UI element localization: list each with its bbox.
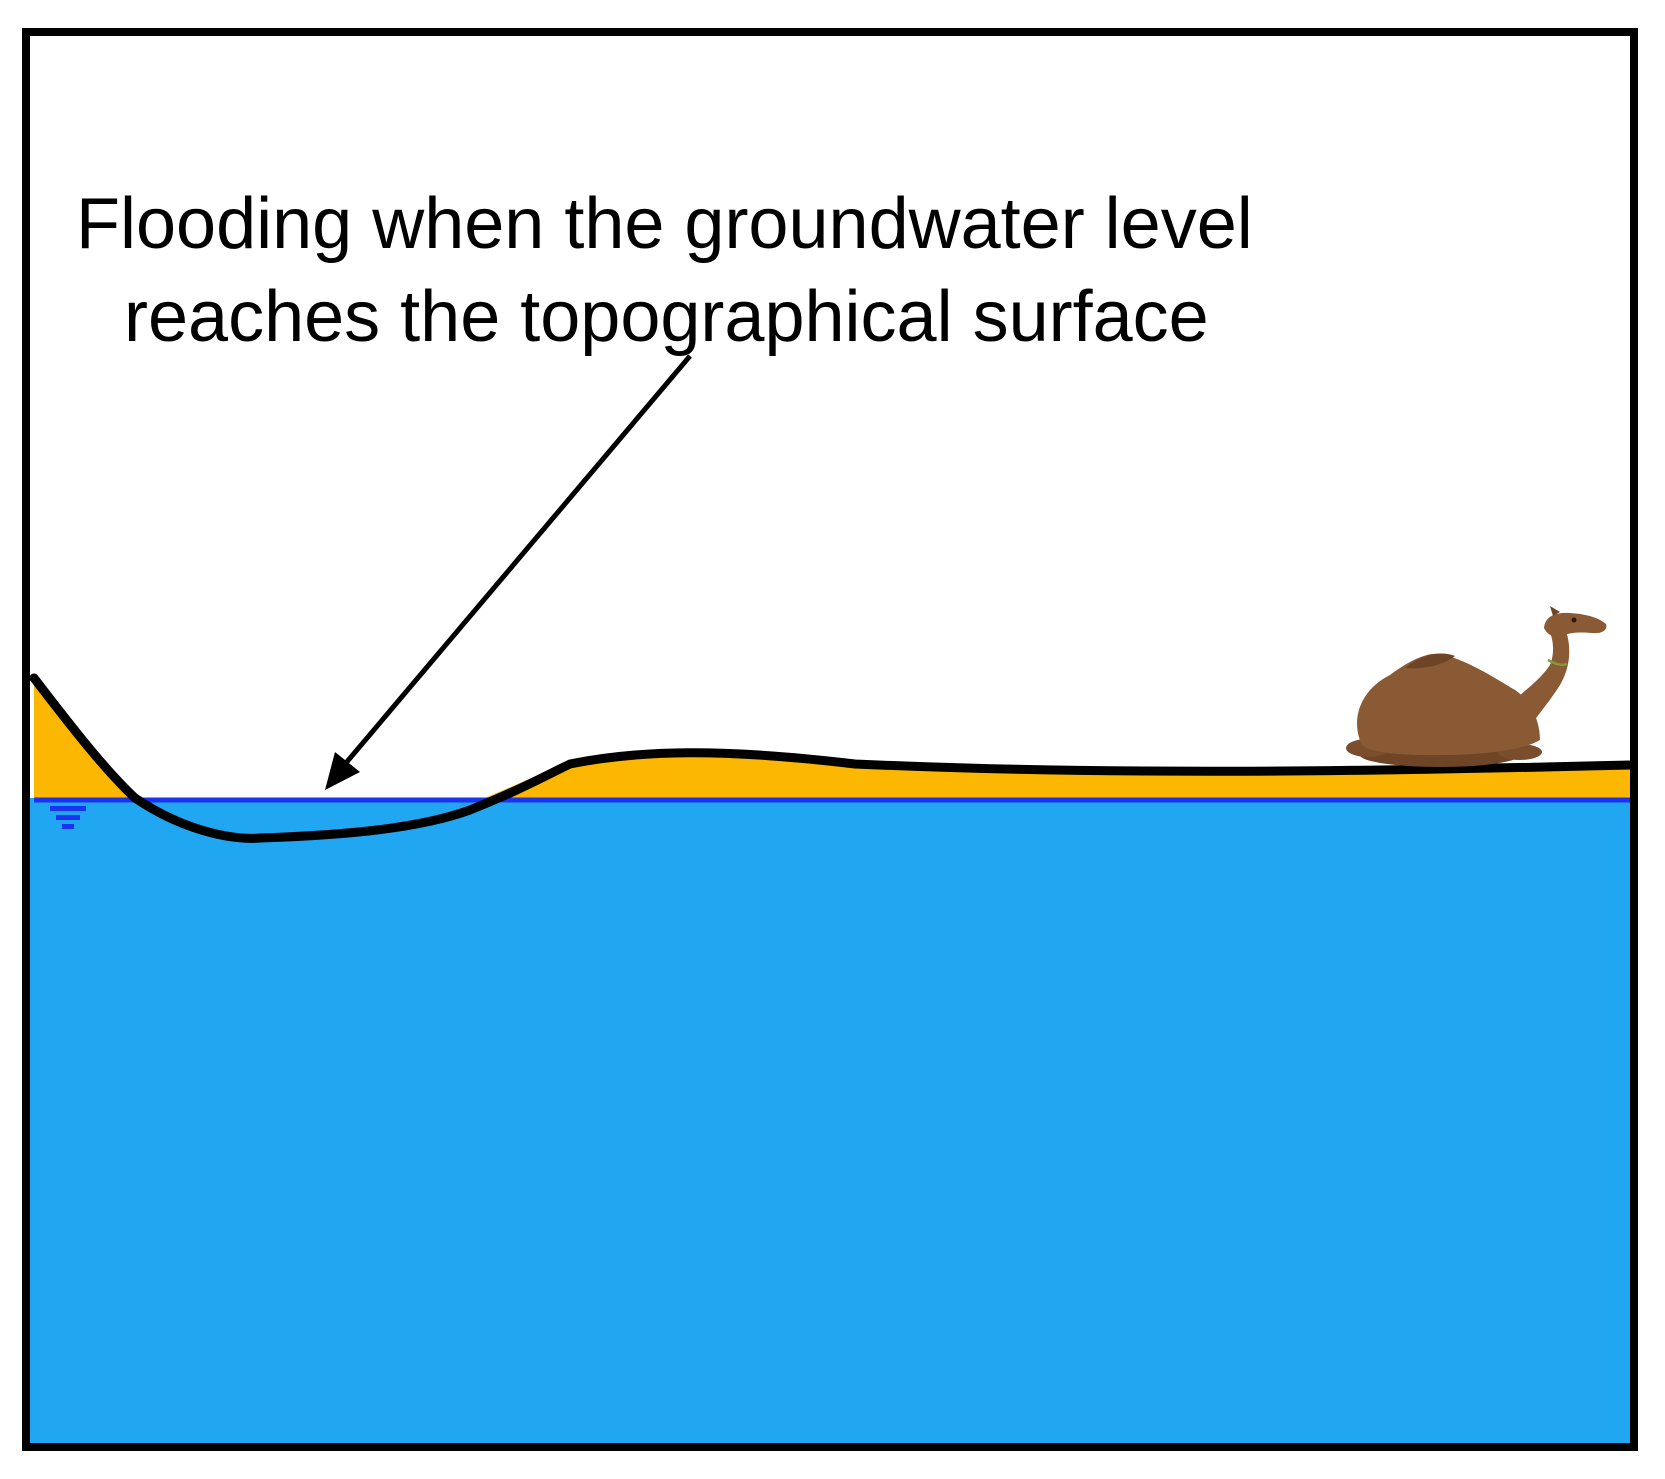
water-table-icon (50, 806, 86, 829)
sediment-left-hill (34, 678, 135, 798)
camel-icon (1346, 606, 1607, 767)
sediment-right-plain (485, 751, 1630, 798)
pointer-arrow (325, 354, 692, 790)
caption-line-2: reaches the topographical surface (124, 277, 1209, 357)
flooded-depression (135, 798, 485, 839)
caption-line-1: Flooding when the groundwater level (76, 184, 1253, 264)
groundwater-body (26, 798, 1634, 1447)
topographical-surface (29, 673, 1635, 843)
diagram-frame (22, 28, 1638, 1451)
